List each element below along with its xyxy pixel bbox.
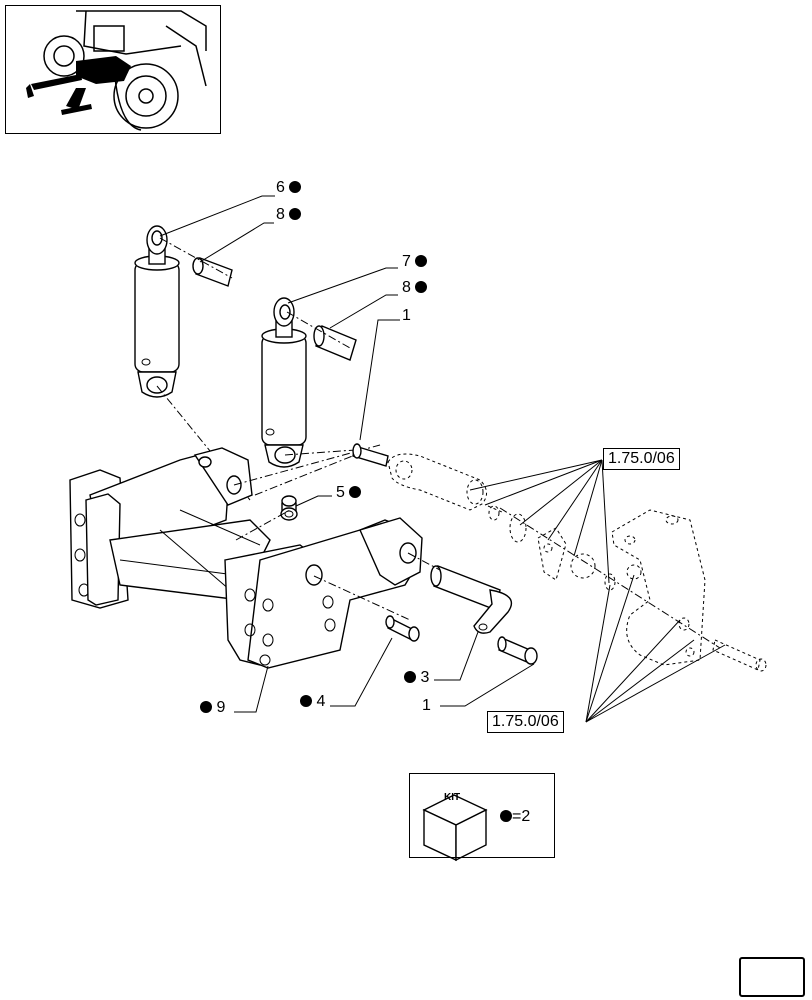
kit-legend: KIT =2 xyxy=(409,773,555,858)
tractor-locator-icon xyxy=(26,10,207,131)
kit-marker-dot xyxy=(200,701,212,713)
bushing-5 xyxy=(280,495,298,521)
kit-legend-text: =2 xyxy=(500,808,530,826)
hydraulic-cylinder-right xyxy=(261,297,307,468)
kit-marker-dot xyxy=(300,695,312,707)
front-hitch-bracket xyxy=(69,447,423,669)
leader-lines xyxy=(159,195,726,723)
callout-6-number: 6 xyxy=(276,179,285,196)
reference-link-bottom[interactable]: 1.75.0/06 xyxy=(487,711,564,733)
pin-8-lower xyxy=(313,325,357,361)
kit-marker-dot xyxy=(415,255,428,267)
callout-4-number: 4 xyxy=(316,693,326,710)
kit-marker-dot xyxy=(289,181,302,193)
callout-1-upper: 1 xyxy=(402,307,411,325)
callout-1-lower: 1 xyxy=(422,697,431,715)
next-page-button[interactable] xyxy=(739,957,805,997)
kit-cube-icon xyxy=(422,794,488,862)
callout-8-upper-number: 8 xyxy=(276,206,285,223)
kit-cube-label: KIT xyxy=(444,792,461,803)
kit-legend-equals: = xyxy=(512,808,522,825)
callout-1-lower-number: 1 xyxy=(422,697,431,714)
callout-9: 9 xyxy=(200,699,225,717)
callout-5-number: 5 xyxy=(336,484,345,501)
callout-7-number: 7 xyxy=(402,253,411,270)
kit-marker-dot xyxy=(404,671,416,683)
callout-4: 4 xyxy=(300,693,325,711)
callout-6: 6 xyxy=(276,179,302,197)
callout-8-upper: 8 xyxy=(276,206,302,224)
locking-pin-with-handle xyxy=(430,565,513,634)
callout-3-number: 3 xyxy=(420,669,430,686)
kit-legend-value: 2 xyxy=(521,808,531,825)
hydraulic-cylinder-left xyxy=(134,225,180,398)
tractor-locator-thumbnail xyxy=(5,5,221,134)
reference-link-top[interactable]: 1.75.0/06 xyxy=(603,448,680,470)
callout-8-lower-number: 8 xyxy=(402,279,411,296)
callout-3: 3 xyxy=(404,669,429,687)
bolt-3 xyxy=(497,636,538,665)
callout-8-lower: 8 xyxy=(402,279,428,297)
pin-8-upper xyxy=(192,257,233,287)
callout-1-upper-number: 1 xyxy=(402,307,411,324)
callout-5: 5 xyxy=(336,484,362,502)
kit-marker-dot xyxy=(349,486,362,498)
kit-marker-dot xyxy=(415,281,428,293)
kit-marker-dot xyxy=(500,810,512,822)
bolt-4 xyxy=(385,615,420,642)
callout-9-number: 9 xyxy=(216,699,226,716)
kit-marker-dot xyxy=(289,208,302,220)
linkage-assembly-reference xyxy=(352,443,767,672)
callout-7: 7 xyxy=(402,253,428,271)
